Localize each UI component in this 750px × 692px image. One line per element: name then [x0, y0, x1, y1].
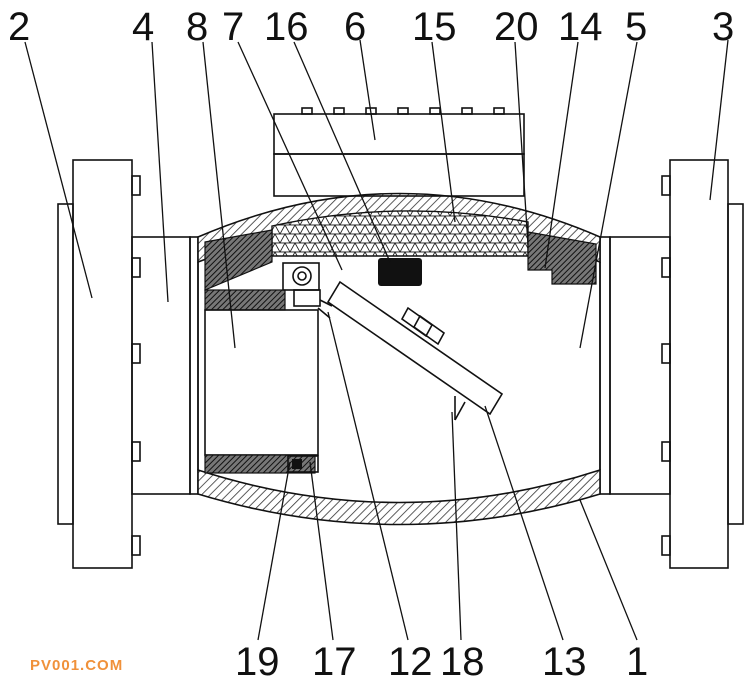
top-block: [273, 107, 525, 197]
label-18: 18: [440, 640, 485, 684]
label-16: 16: [264, 5, 309, 49]
filter-layer: [271, 210, 529, 257]
label-5: 5: [625, 5, 647, 49]
label-17: 17: [312, 640, 357, 684]
label-1: 1: [626, 640, 648, 684]
label-6: 6: [344, 5, 366, 49]
label-4: 4: [132, 5, 154, 49]
label-3: 3: [712, 5, 734, 49]
leader-lines: [24, 39, 729, 641]
top-labels: 2 4 8 7 16 6 15 20 14 5 3: [8, 5, 734, 49]
label-14: 14: [558, 5, 603, 49]
left-guide-rail: [204, 289, 286, 311]
top-block-teeth: [301, 107, 505, 115]
right-pipe: [599, 236, 671, 495]
left-flange: [57, 159, 141, 569]
label-8: 8: [186, 5, 208, 49]
label-13: 13: [542, 640, 587, 684]
label-20: 20: [494, 5, 539, 49]
inner-pipe: [204, 309, 319, 474]
left-inner-seal: [204, 229, 273, 291]
left-flange-bolts: [131, 175, 141, 556]
label-19: 19: [235, 640, 280, 684]
hinge-seat: [282, 262, 321, 307]
valve-body: [197, 192, 601, 526]
label-7: 7: [222, 5, 244, 49]
label-12: 12: [388, 640, 433, 684]
sensor-block: [378, 258, 422, 286]
label-15: 15: [412, 5, 457, 49]
right-flange-bolts: [661, 175, 671, 556]
valve-flap: [317, 280, 504, 421]
right-flange: [661, 159, 744, 569]
label-2: 2: [8, 5, 30, 49]
left-pipe: [131, 236, 199, 495]
right-inner-seal: [527, 231, 597, 285]
watermark: PV001.COM: [30, 657, 123, 674]
bottom-labels: 19 17 12 18 13 1: [235, 640, 648, 684]
